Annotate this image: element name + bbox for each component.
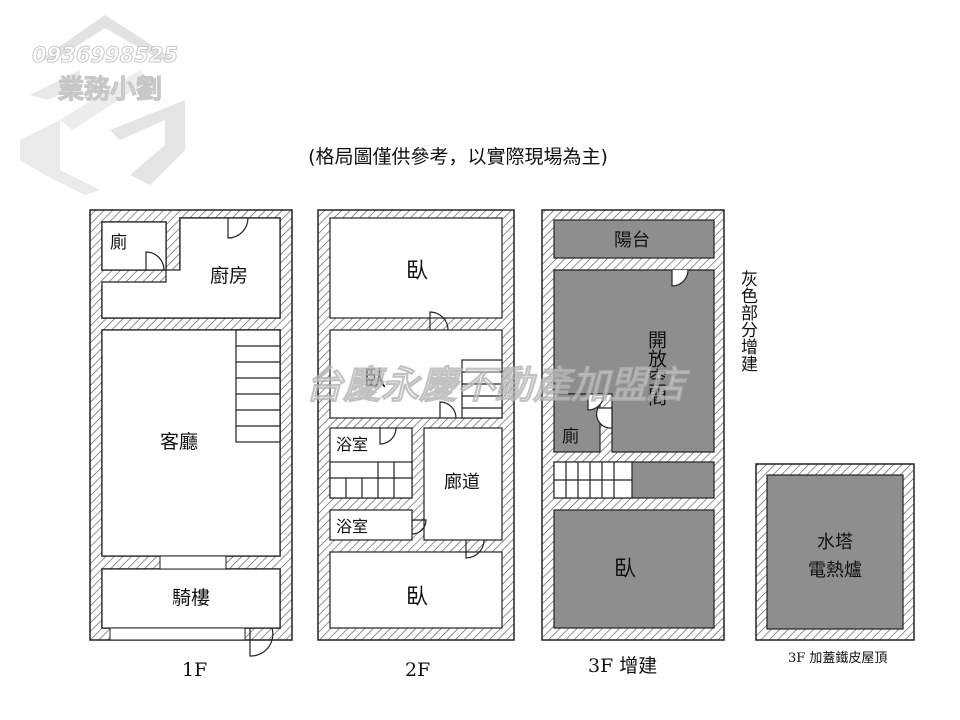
room-3f-bed: 臥 xyxy=(614,557,636,582)
room-1f-living: 客廳 xyxy=(160,431,198,453)
door-1f-entry xyxy=(249,627,274,657)
floor-roof: 水塔 電熱爐 3F 加蓋鐵皮屋頂 xyxy=(755,463,915,666)
room-2f-bed-bottom: 臥 xyxy=(406,585,428,610)
watermark-logo: 0936998525 業務小劉 xyxy=(20,15,185,195)
room-2f-bed-top: 臥 xyxy=(406,259,428,284)
door-1f-toilet xyxy=(145,251,165,271)
caption-3f: 3F 增建 xyxy=(588,655,657,677)
room-1f-toilet: 廁 xyxy=(110,232,127,253)
room-3f-toilet: 廁 xyxy=(562,426,579,447)
room-1f-arcade: 騎樓 xyxy=(172,587,210,609)
room-2f-bed-mid: 臥 xyxy=(364,367,386,392)
layout-disclaimer: (格局圖僅供參考，以實際現場為主) xyxy=(308,146,608,168)
caption-2f: 2F xyxy=(405,659,430,681)
side-note-gray-extension: 灰色部分增建 xyxy=(737,270,758,372)
room-2f-corridor: 廊道 xyxy=(444,472,480,493)
room-roof-line2: 電熱爐 xyxy=(808,560,862,581)
stairs-1f xyxy=(235,329,281,443)
floor-3f: 陽台 開放空間 廁 臥 灰色部分增建 3F 增建 xyxy=(541,209,758,677)
door-1f-kitchen xyxy=(227,217,249,239)
caption-roof: 3F 加蓋鐵皮屋頂 xyxy=(788,650,887,666)
floor-1f: 廁 廚房 客廳 騎樓 1F xyxy=(89,209,293,681)
room-3f-open-space: 開放空間 xyxy=(645,330,667,406)
room-1f-kitchen: 廚房 xyxy=(210,264,248,287)
watermark-phone: 0936998525 xyxy=(32,43,178,67)
room-2f-bath-2: 浴室 xyxy=(336,517,368,536)
room-roof-line1: 水塔 xyxy=(817,532,853,553)
watermark-agent: 業務小劉 xyxy=(58,75,162,105)
caption-1f: 1F xyxy=(182,659,207,681)
stairs-2f xyxy=(329,359,503,499)
room-2f-bath-1: 浴室 xyxy=(336,435,368,454)
room-3f-balcony: 陽台 xyxy=(614,230,650,251)
watermark-center: 台慶永慶不動產加盟店 xyxy=(305,363,691,407)
floor-2f: 臥 臥 浴室 浴室 廊道 臥 2F xyxy=(317,209,515,681)
stairs-3f xyxy=(553,461,633,499)
